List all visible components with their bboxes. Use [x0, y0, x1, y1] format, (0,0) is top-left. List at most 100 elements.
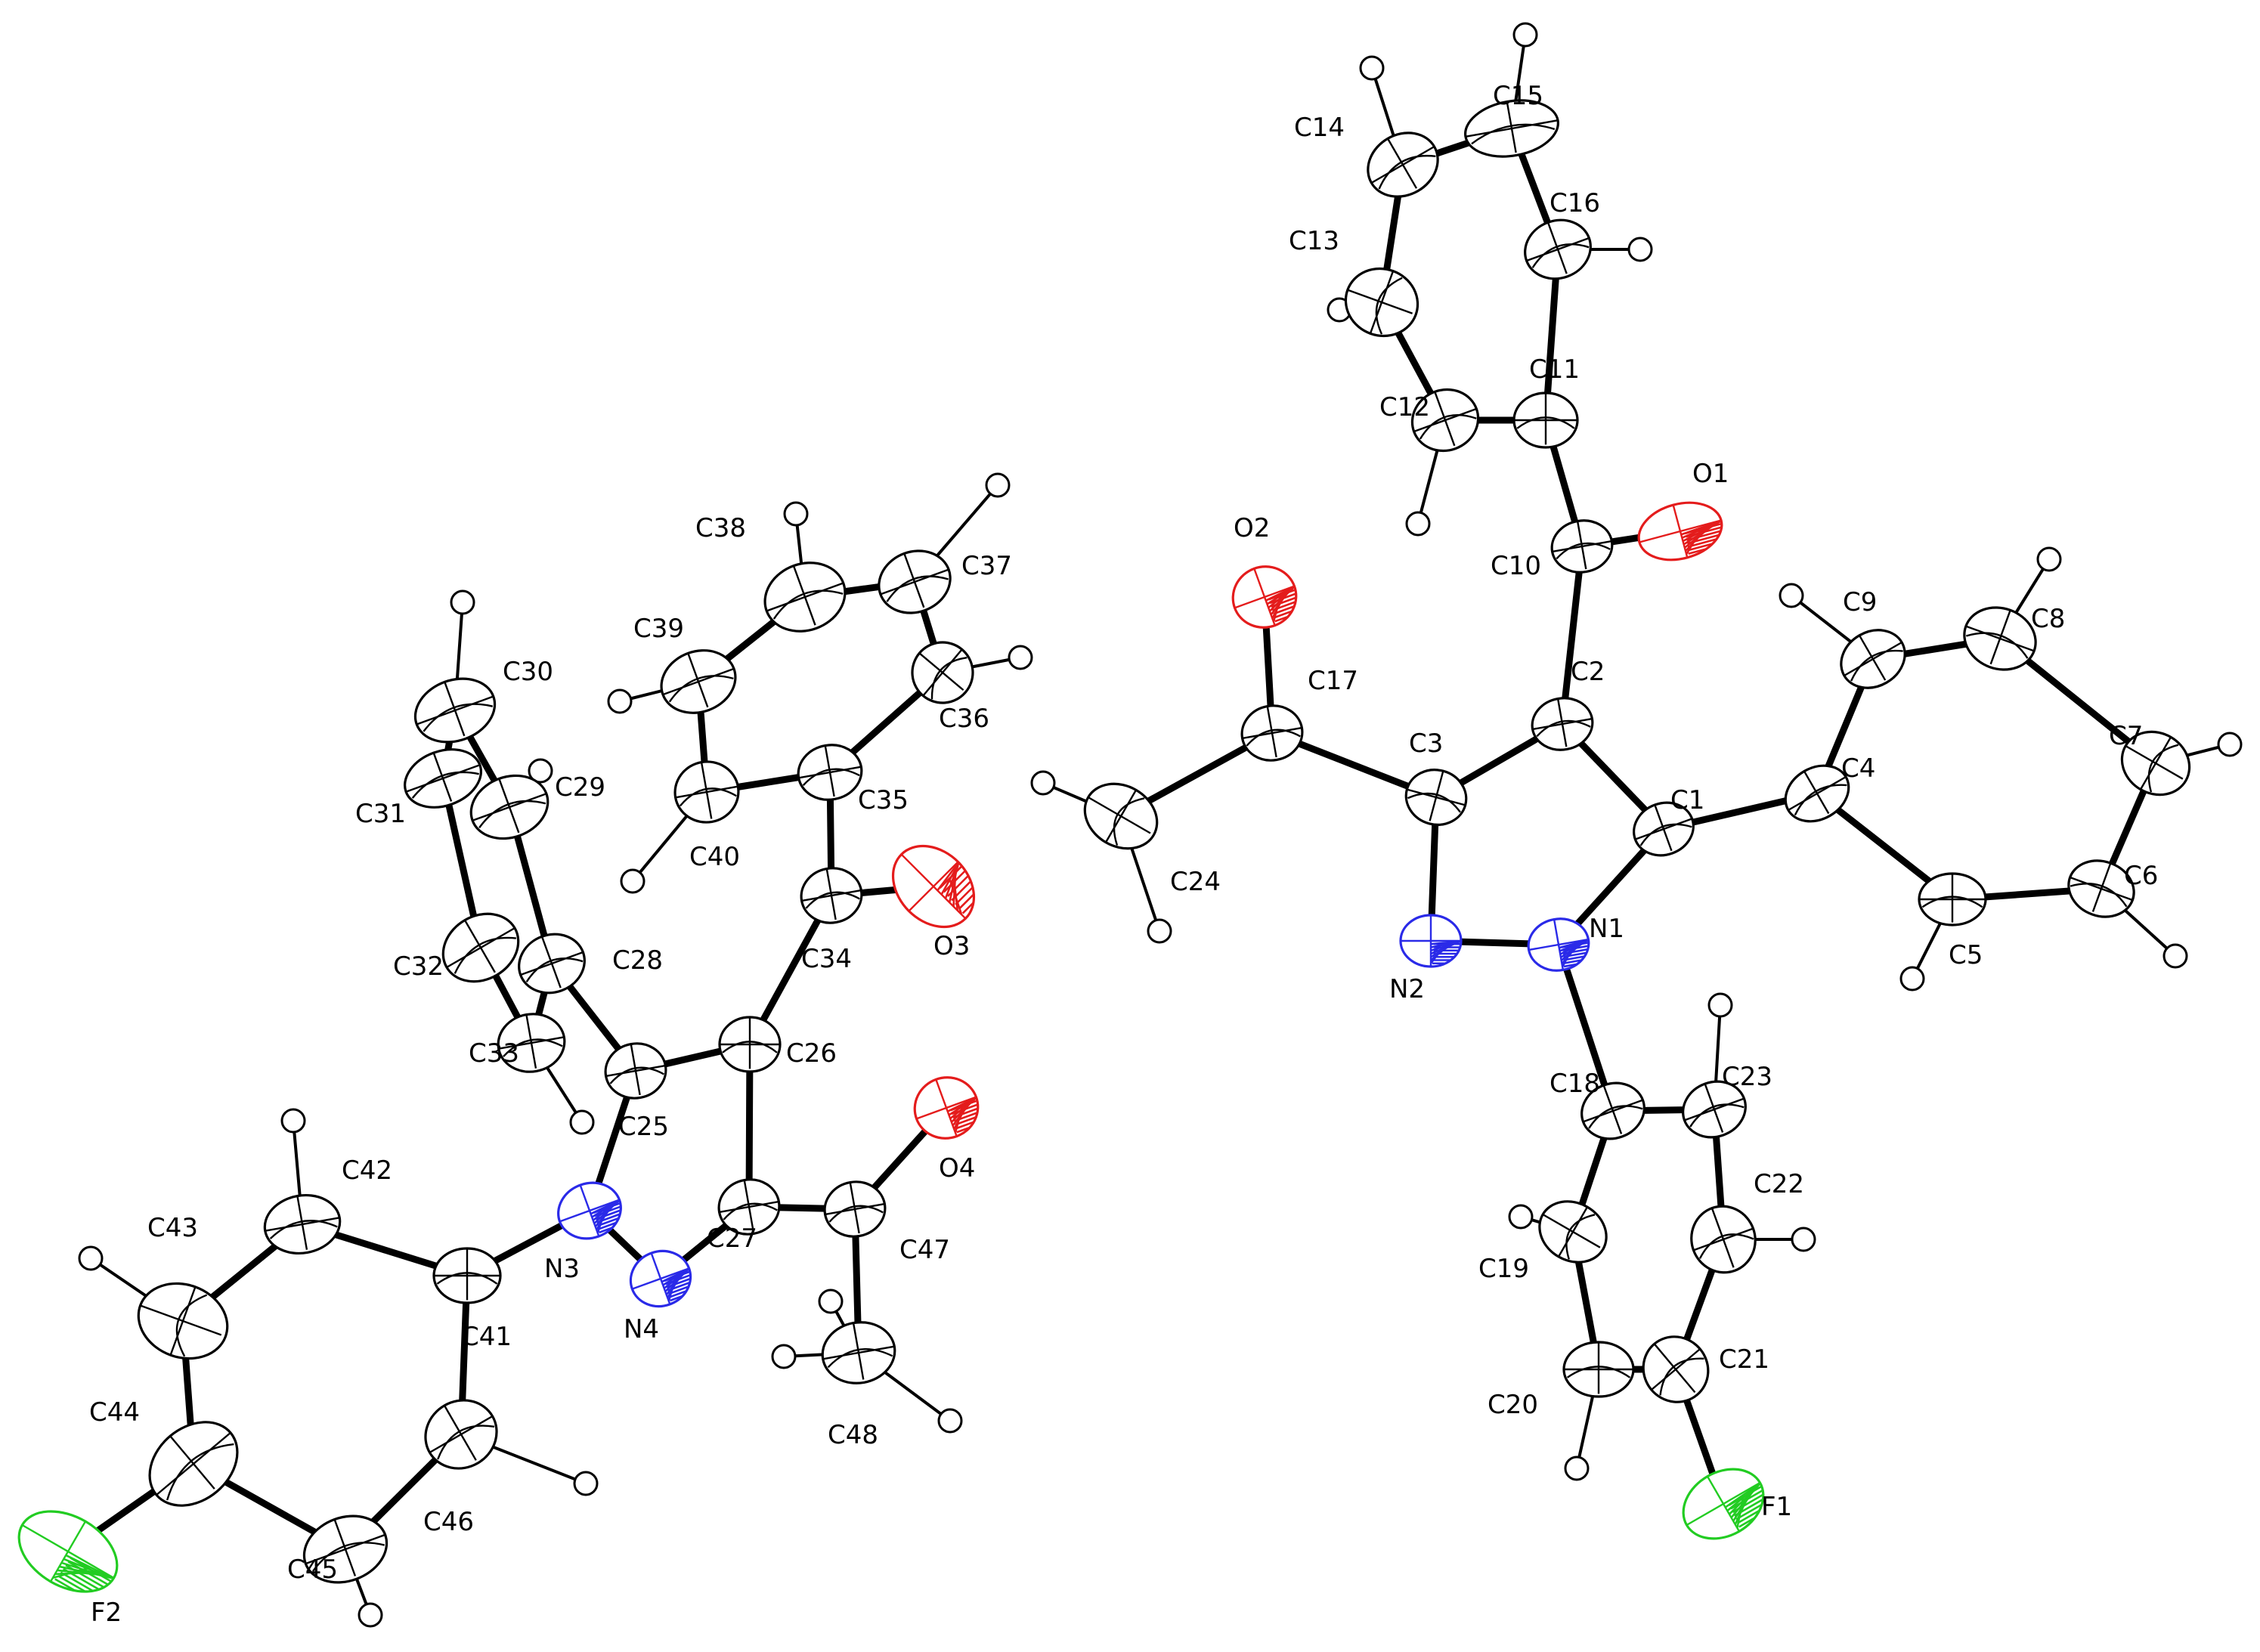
atom-label-c46: C46: [423, 1507, 474, 1537]
atom-label-f2: F2: [91, 1598, 122, 1628]
atom-c43-ellipsoid: [137, 1282, 229, 1360]
atom-label-c30: C30: [503, 657, 553, 687]
hydrogen-atom: [2036, 546, 2062, 572]
hydrogen-atom: [78, 1245, 104, 1271]
hydrogen-atom: [783, 501, 809, 527]
atom-label-c48: C48: [828, 1420, 878, 1450]
bond-n1-c18: [1555, 941, 1617, 1115]
atom-c17-ellipsoid: [1240, 704, 1304, 762]
atom-c16-ellipsoid: [1524, 218, 1592, 280]
atom-label-c11: C11: [1529, 354, 1580, 385]
atom-c23-ellipsoid: [1682, 1080, 1747, 1139]
atom-o3-ellipsoid: [891, 844, 976, 929]
hydrogen-atom: [1779, 583, 1804, 608]
atom-layer: [17, 99, 2191, 1593]
atom-label-c33: C33: [469, 1038, 519, 1069]
atom-label-c14: C14: [1294, 113, 1345, 143]
atom-c20-ellipsoid: [1562, 1341, 1635, 1398]
atom-label-c1: C1: [1670, 785, 1704, 815]
hydrogen-atom: [1030, 770, 1056, 796]
atom-label-c27: C27: [707, 1224, 757, 1254]
atom-label-o3: O3: [933, 931, 970, 961]
atom-label-c2: C2: [1571, 657, 1605, 687]
atom-c3-ellipsoid: [1404, 769, 1468, 826]
hydrogen-atom: [818, 1288, 844, 1314]
atom-c19-ellipsoid: [1538, 1200, 1608, 1264]
atom-c4-ellipsoid: [1784, 764, 1850, 823]
atom-c21-ellipsoid: [1642, 1335, 1710, 1403]
atom-label-c4: C4: [1841, 753, 1875, 784]
atom-c25-ellipsoid: [604, 1042, 667, 1100]
atom-f1-ellipsoid: [1682, 1468, 1765, 1540]
atom-label-c5: C5: [1949, 940, 1983, 970]
hydrogen-atom: [528, 758, 553, 784]
atom-label-c47: C47: [899, 1235, 950, 1265]
atom-label-c42: C42: [342, 1155, 392, 1186]
atom-c41-ellipsoid: [432, 1247, 502, 1304]
atom-c1-ellipsoid: [1633, 801, 1695, 857]
atom-c46-ellipsoid: [424, 1399, 498, 1470]
atom-label-c21: C21: [1719, 1344, 1769, 1375]
atom-label-c13: C13: [1289, 226, 1339, 256]
hydrogen-atom: [1359, 55, 1385, 81]
atom-label-c16: C16: [1549, 188, 1600, 218]
atom-label-c19: C19: [1478, 1254, 1529, 1284]
atom-label-c9: C9: [1843, 587, 1877, 617]
atom-o4-ellipsoid: [913, 1076, 980, 1140]
atom-c11-ellipsoid: [1512, 391, 1579, 449]
atom-c15-ellipsoid: [1464, 99, 1559, 158]
atom-c28-ellipsoid: [518, 933, 586, 995]
hydrogen-atom: [985, 472, 1011, 498]
atom-label-c28: C28: [612, 945, 663, 976]
hydrogen-atom: [358, 1602, 383, 1628]
atom-c35-ellipsoid: [797, 744, 863, 801]
hydrogen-atom: [1512, 22, 1538, 48]
atom-label-o1: O1: [1692, 459, 1729, 489]
atom-label-c8: C8: [2031, 604, 2065, 634]
hydrogen-atom: [2217, 732, 2243, 757]
atom-c33-ellipsoid: [497, 1013, 566, 1073]
atom-label-c41: C41: [461, 1322, 512, 1352]
atom-o2-ellipsoid: [1231, 565, 1298, 629]
atom-n3-ellipsoid: [557, 1181, 622, 1240]
hydrogen-atom: [607, 688, 633, 714]
atom-c5-ellipsoid: [1918, 872, 1987, 927]
atom-label-c22: C22: [1754, 1169, 1804, 1199]
hydrogen-atom: [1707, 992, 1733, 1018]
atom-label-c31: C31: [355, 799, 406, 829]
atom-label-c25: C25: [618, 1112, 669, 1142]
atom-c22-ellipsoid: [1690, 1205, 1757, 1274]
atom-label-c15: C15: [1493, 81, 1543, 111]
hydrogen-atom: [450, 589, 475, 615]
atom-c27-ellipsoid: [717, 1178, 781, 1236]
atom-label-c24: C24: [1170, 867, 1221, 897]
atom-label-c43: C43: [147, 1213, 198, 1243]
atom-label-c34: C34: [801, 944, 852, 974]
atom-label-f1: F1: [1761, 1492, 1792, 1522]
atom-n2-ellipsoid: [1399, 914, 1463, 968]
hydrogen-atom: [1147, 918, 1172, 944]
atom-label-c44: C44: [89, 1397, 140, 1428]
atom-c8-ellipsoid: [1963, 606, 2037, 671]
atom-label-c37: C37: [961, 551, 1012, 581]
atom-c39-ellipsoid: [660, 649, 737, 714]
atom-c45-ellipsoid: [302, 1514, 389, 1584]
hydrogen-atom: [771, 1344, 797, 1369]
atom-c29-ellipsoid: [469, 774, 550, 840]
atom-c12-ellipsoid: [1410, 388, 1480, 453]
atom-c2-ellipsoid: [1531, 697, 1594, 751]
atom-c26-ellipsoid: [718, 1016, 782, 1073]
atom-label-layer: C1C2C3N1N2C4C5C6C7C8C9C10O1C11C12C13C14C…: [89, 81, 2158, 1628]
hydrogen-atom: [1008, 645, 1033, 670]
atom-c14-ellipsoid: [1367, 131, 1439, 198]
atom-c40-ellipsoid: [673, 760, 740, 824]
atom-label-c35: C35: [858, 785, 909, 815]
atom-label-n4: N4: [624, 1314, 659, 1344]
atom-c44-ellipsoid: [148, 1421, 239, 1507]
atom-label-c26: C26: [786, 1038, 837, 1069]
atom-c10-ellipsoid: [1550, 519, 1614, 574]
atom-label-c6: C6: [2124, 861, 2158, 891]
atom-label-c23: C23: [1722, 1062, 1772, 1092]
hydrogen-atom: [569, 1109, 595, 1135]
atom-label-c12: C12: [1379, 392, 1430, 422]
